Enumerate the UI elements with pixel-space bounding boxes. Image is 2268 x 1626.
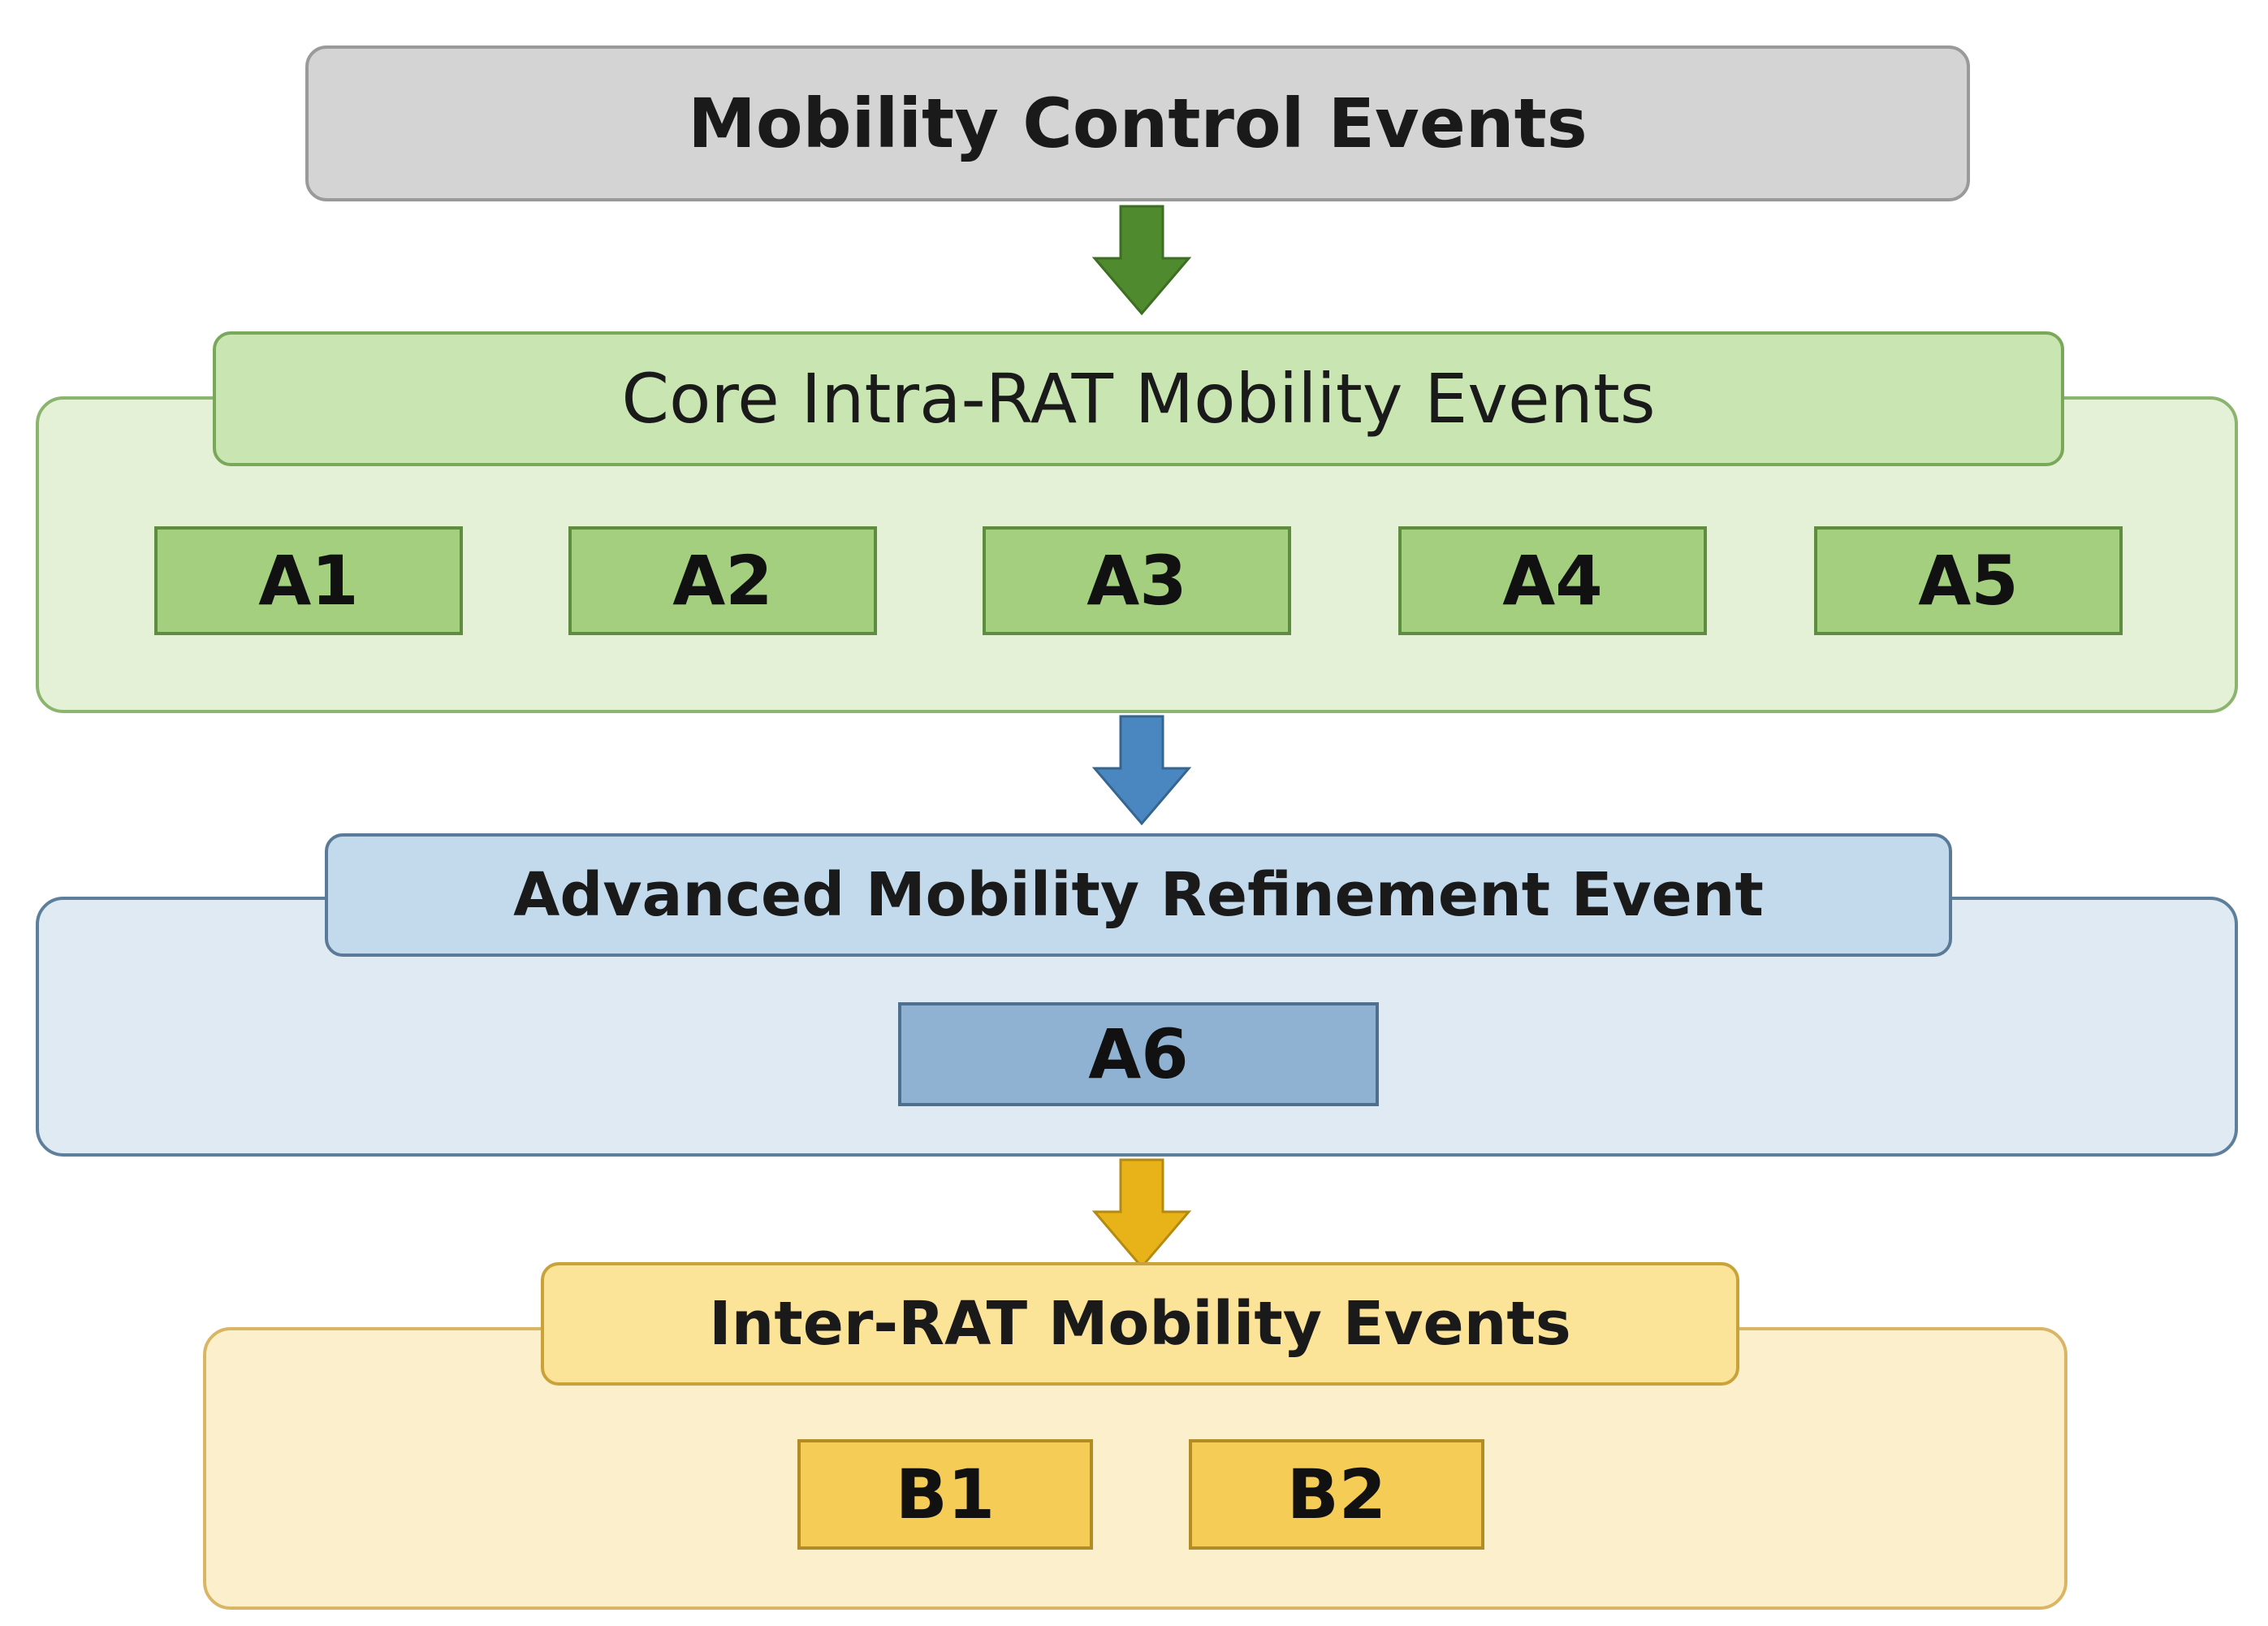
down-arrow-yellow-icon — [1091, 1158, 1192, 1269]
inter-rat-header-label: Inter-RAT Mobility Events — [709, 1289, 1571, 1359]
event-a4-label: A4 — [1502, 541, 1603, 621]
event-a6-label: A6 — [1088, 1014, 1189, 1094]
event-b1-box: B1 — [797, 1439, 1093, 1550]
event-a1-label: A1 — [258, 541, 359, 621]
down-arrow-blue-icon — [1091, 715, 1192, 826]
inter-rat-header: Inter-RAT Mobility Events — [541, 1262, 1739, 1386]
event-a2-label: A2 — [672, 541, 773, 621]
mobility-control-events-node: Mobility Control Events — [305, 45, 1970, 201]
event-b2-box: B2 — [1189, 1439, 1484, 1550]
arrow-1-shape — [1091, 205, 1192, 316]
down-arrow-green-icon — [1091, 205, 1192, 316]
event-a3-label: A3 — [1086, 541, 1187, 621]
event-a5-label: A5 — [1918, 541, 2019, 621]
mobility-control-events-label: Mobility Control Events — [688, 84, 1588, 163]
arrow-2-shape — [1091, 715, 1192, 826]
event-b1-label: B1 — [895, 1455, 996, 1534]
core-intra-rat-header: Core Intra-RAT Mobility Events — [213, 331, 2064, 466]
event-a3-box: A3 — [983, 526, 1291, 635]
arrow-3-shape — [1091, 1158, 1192, 1269]
advanced-refinement-header: Advanced Mobility Refinement Event — [325, 833, 1952, 957]
event-a1-box: A1 — [154, 526, 463, 635]
core-intra-rat-header-label: Core Intra-RAT Mobility Events — [621, 359, 1656, 439]
event-b2-label: B2 — [1286, 1455, 1387, 1534]
event-a4-box: A4 — [1398, 526, 1707, 635]
advanced-refinement-header-label: Advanced Mobility Refinement Event — [513, 860, 1764, 930]
event-a5-box: A5 — [1814, 526, 2123, 635]
event-a6-box: A6 — [898, 1002, 1379, 1106]
event-a2-box: A2 — [568, 526, 877, 635]
